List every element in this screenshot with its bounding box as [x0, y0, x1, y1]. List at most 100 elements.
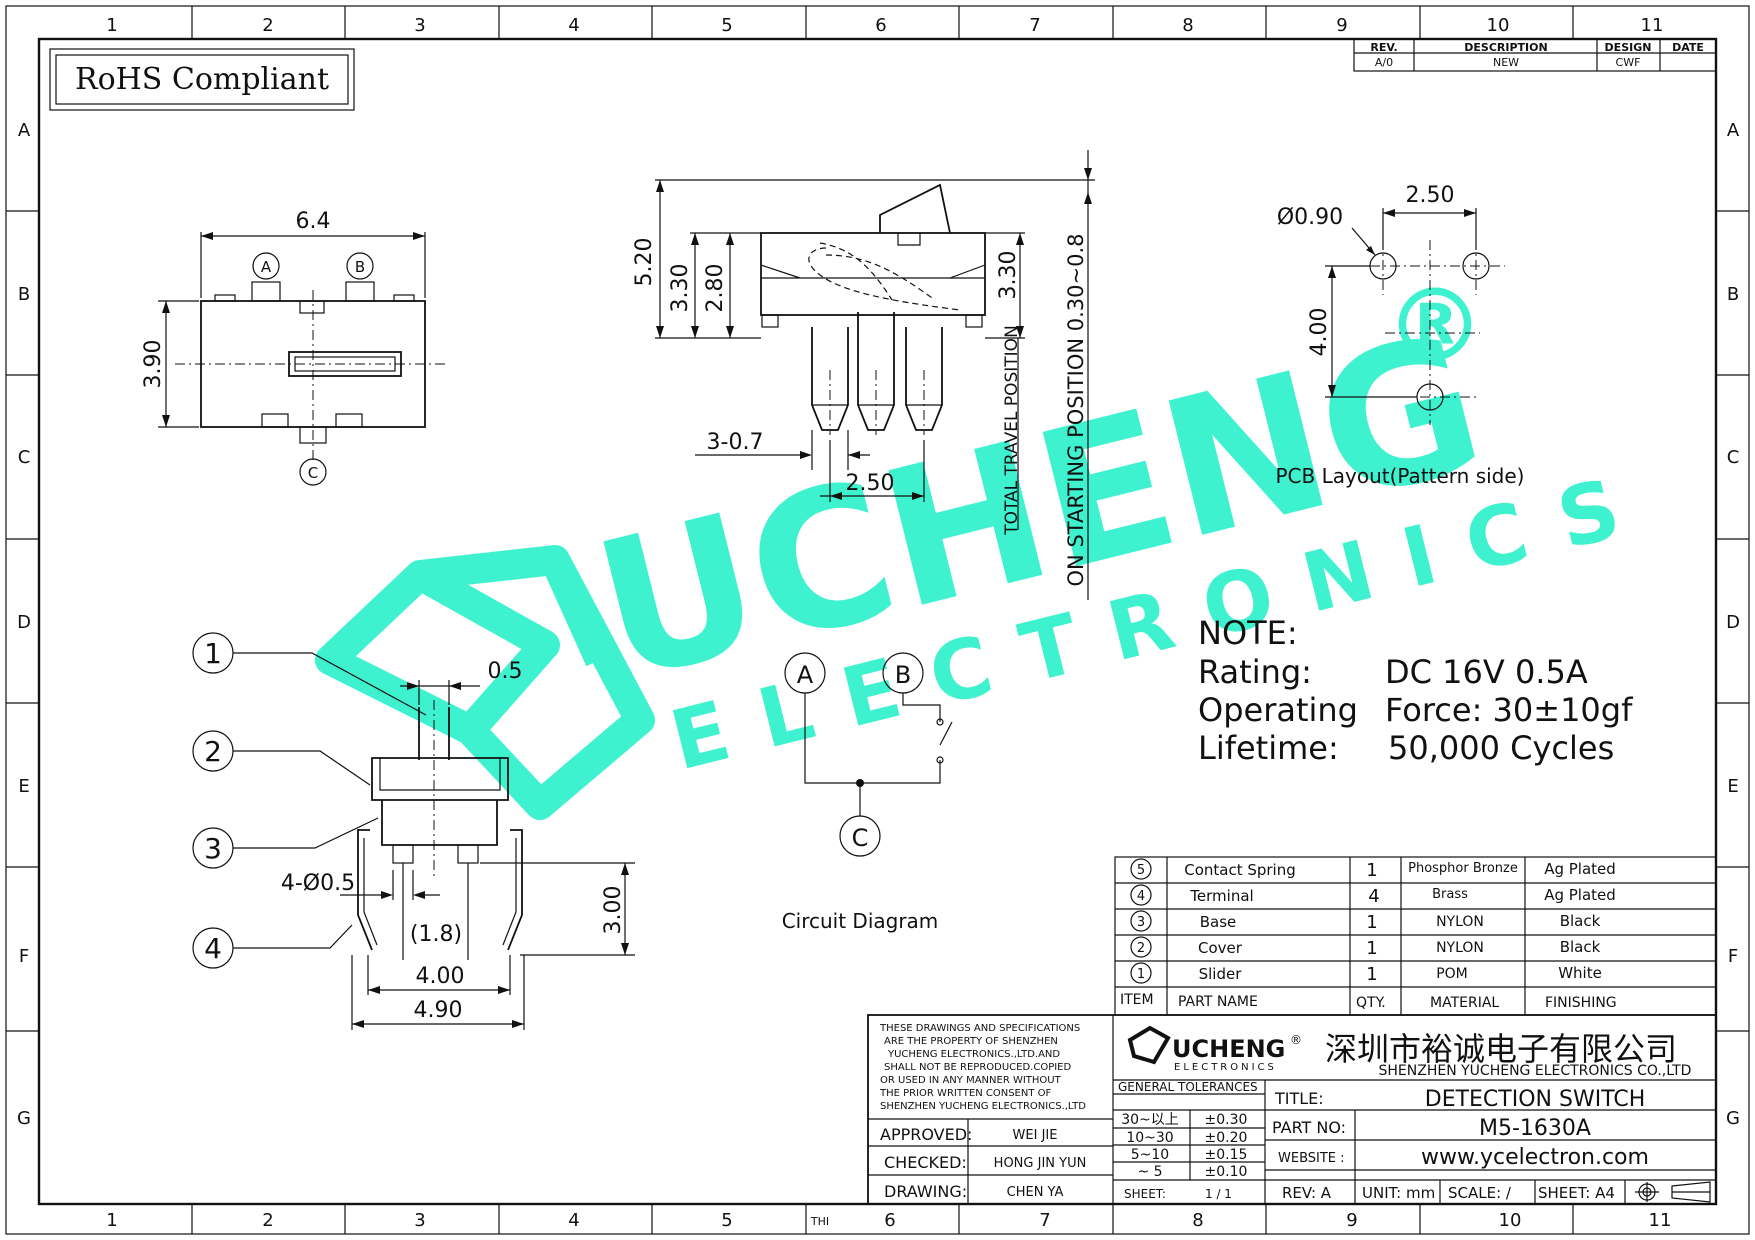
svg-text:Cover: Cover: [1198, 939, 1243, 957]
svg-text:Black: Black: [1560, 938, 1601, 956]
svg-text:THE PRIOR WRITTEN CONSENT OF: THE PRIOR WRITTEN CONSENT OF: [879, 1088, 1051, 1099]
svg-text:±0.15: ±0.15: [1205, 1147, 1248, 1163]
svg-text:1 / 1: 1 / 1: [1205, 1187, 1232, 1201]
top-label-c: C: [308, 464, 318, 482]
bottom-marker: THI: [810, 1215, 829, 1228]
svg-text:Ag Plated: Ag Plated: [1544, 860, 1616, 878]
svg-text:10: 10: [1487, 15, 1510, 36]
section-callout-3: 3: [204, 832, 222, 865]
company-name-cn: 深圳市裕诚电子有限公司: [1325, 1030, 1677, 1068]
note-lifetime-key: Lifetime:: [1198, 729, 1339, 767]
pcb-layout: 2.50 4.00 Ø0.90 PCB Layout(Pattern side): [1276, 183, 1525, 488]
svg-text:B: B: [18, 284, 30, 305]
circuit-label-c: C: [852, 824, 869, 852]
svg-text:REV: A: REV: A: [1282, 1184, 1332, 1202]
svg-text:5: 5: [721, 1210, 732, 1231]
svg-text:GENERAL TOLERANCES: GENERAL TOLERANCES: [1118, 1080, 1258, 1094]
svg-text:REV.: REV.: [1370, 41, 1397, 54]
svg-text:SHEET:: SHEET:: [1124, 1187, 1166, 1201]
top-label-b: B: [355, 258, 365, 276]
svg-text:1: 1: [106, 15, 117, 36]
svg-text:~ 5: ~ 5: [1137, 1164, 1162, 1180]
svg-text:POM: POM: [1436, 966, 1468, 982]
svg-text:Base: Base: [1200, 913, 1237, 931]
svg-text:DESCRIPTION: DESCRIPTION: [1464, 41, 1547, 54]
svg-text:1: 1: [1366, 912, 1377, 933]
svg-text:10: 10: [1499, 1210, 1522, 1231]
svg-text:1: 1: [106, 1210, 117, 1231]
section-dim-pins: 4-Ø0.5: [281, 871, 355, 896]
note-force-value: Force: 30±10gf: [1385, 691, 1633, 729]
note-rating-value: DC 16V 0.5A: [1385, 653, 1588, 691]
svg-text:DESIGN: DESIGN: [1605, 41, 1652, 54]
svg-text:5: 5: [1137, 863, 1145, 878]
section-callout-4: 4: [204, 932, 222, 965]
projection-symbol-icon: [1635, 1181, 1711, 1203]
svg-text:Ag Plated: Ag Plated: [1544, 886, 1616, 904]
note-rating-key: Rating:: [1198, 653, 1312, 691]
section-callout-2: 2: [204, 735, 222, 768]
svg-text:WEI JIE: WEI JIE: [1013, 1128, 1058, 1143]
part-number: M5-1630A: [1479, 1116, 1591, 1141]
side-dim-pins: 3-0.7: [707, 430, 764, 455]
svg-text:A/0: A/0: [1375, 56, 1393, 69]
svg-text:3: 3: [414, 15, 425, 36]
svg-text:30~以上: 30~以上: [1121, 1112, 1179, 1128]
svg-text:G: G: [1726, 1108, 1740, 1129]
note-lifetime-value: 50,000 Cycles: [1388, 729, 1614, 767]
revision-table: REV. DESCRIPTION DESIGN DATE A/0 NEW CWF: [1353, 38, 1717, 72]
svg-text:8: 8: [1182, 15, 1193, 36]
svg-text:A: A: [1727, 120, 1740, 141]
svg-text:F: F: [19, 946, 29, 967]
svg-text:SHENZHEN YUCHENG ELECTRONICS.,: SHENZHEN YUCHENG ELECTRONICS.,LTD: [880, 1101, 1086, 1112]
section-dim-height: 3.00: [601, 886, 626, 935]
svg-text:6: 6: [884, 1210, 895, 1231]
svg-text:1: 1: [1366, 860, 1377, 881]
rohs-label: RoHS Compliant: [49, 48, 355, 111]
side-dim-overall: 5.20: [632, 238, 657, 287]
top-width-dim: 6.4: [296, 209, 331, 234]
svg-text:1: 1: [1137, 967, 1145, 982]
svg-text:RoHS Compliant: RoHS Compliant: [75, 62, 329, 97]
svg-text:1: 1: [1366, 964, 1377, 985]
svg-text:UNIT: mm: UNIT: mm: [1362, 1184, 1435, 1202]
section-view: 1 2 3 4 0.5 4-Ø0.5 (1.8) 4.00 4.90 3.00: [192, 632, 635, 1030]
svg-text:DATE: DATE: [1672, 41, 1704, 54]
top-height-dim: 3.90: [141, 340, 166, 389]
svg-text:FINISHING: FINISHING: [1545, 995, 1617, 1011]
svg-text:CWF: CWF: [1616, 56, 1641, 69]
row-labels-right: A B C D E F G: [1726, 120, 1740, 1129]
svg-text:Slider: Slider: [1199, 965, 1243, 983]
watermark-logo-icon: [315, 545, 655, 820]
svg-text:9: 9: [1346, 1210, 1357, 1231]
svg-text:CHECKED:: CHECKED:: [884, 1153, 967, 1172]
svg-text:SHEET: A4: SHEET: A4: [1538, 1184, 1615, 1202]
bom-table: 5 4 3 2 1 Contact Spring Terminal Base C…: [1114, 856, 1717, 1016]
svg-text:NYLON: NYLON: [1436, 940, 1484, 956]
logo-registered: ®: [1290, 1033, 1302, 1047]
svg-text:PART NAME: PART NAME: [1178, 994, 1258, 1010]
disclaimer-text: THESE DRAWINGS AND SPECIFICATIONS ARE TH…: [879, 1023, 1086, 1112]
logo-sub-text: ELECTRONICS: [1174, 1062, 1277, 1073]
svg-text:White: White: [1558, 964, 1602, 982]
note-force-key: Operating: [1198, 691, 1358, 729]
svg-text:7: 7: [1029, 15, 1040, 36]
svg-text:4: 4: [1137, 889, 1145, 904]
svg-text:THESE DRAWINGS AND SPECIFICATI: THESE DRAWINGS AND SPECIFICATIONS: [879, 1023, 1080, 1034]
pcb-diameter-dim: Ø0.90: [1277, 205, 1343, 230]
on-starting-label: ON STARTING POSITION 0.30~0.8: [1064, 234, 1088, 587]
svg-text:MATERIAL: MATERIAL: [1430, 995, 1499, 1011]
drawing-frame: [5, 5, 1750, 1235]
circuit-diagram: A B C Circuit Diagram: [782, 652, 953, 933]
svg-text:11: 11: [1641, 15, 1664, 36]
svg-text:±0.10: ±0.10: [1205, 1164, 1248, 1180]
section-dim-stem: 0.5: [488, 659, 523, 684]
side-dim-pitch: 2.50: [846, 471, 895, 496]
svg-text:NEW: NEW: [1493, 56, 1519, 69]
svg-text:Contact Spring: Contact Spring: [1184, 861, 1296, 879]
note-block: NOTE: Rating: DC 16V 0.5A Operating Forc…: [1198, 614, 1633, 767]
svg-text:8: 8: [1192, 1210, 1203, 1231]
company-logo: UCHENG ® ELECTRONICS: [1127, 1025, 1302, 1073]
svg-text:5: 5: [721, 15, 732, 36]
drawing-title: DETECTION SWITCH: [1425, 1087, 1646, 1112]
